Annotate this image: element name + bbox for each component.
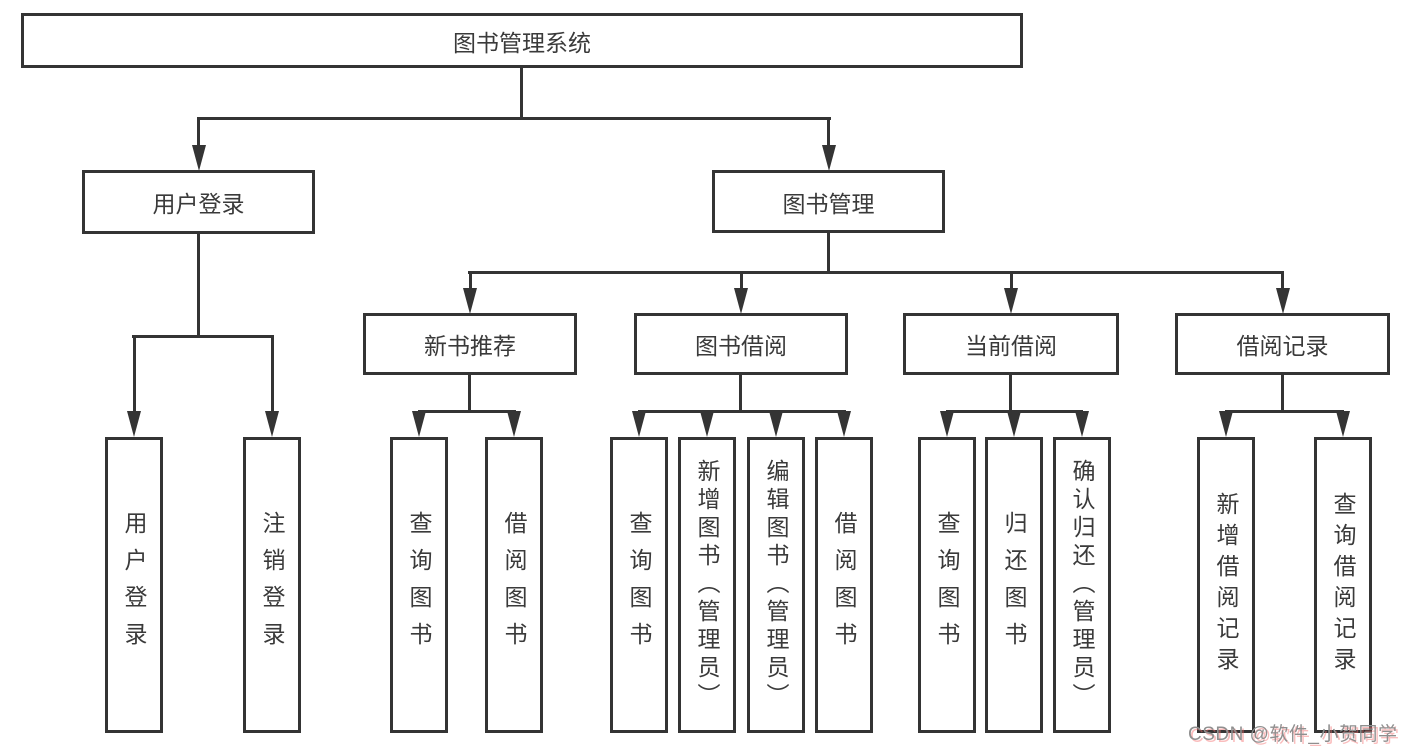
arrowhead [1075, 411, 1089, 437]
node-borrow-books-rec: 借阅图书 [485, 437, 543, 733]
arrowhead [127, 411, 141, 437]
node-label: 查询图书 [626, 511, 652, 659]
node-new-book-recommendation: 新书推荐 [363, 313, 577, 375]
node-label: 新增图书（管理员） [694, 459, 720, 711]
connector-root-stem [520, 68, 523, 117]
arrowhead [734, 288, 748, 314]
connector-drop [740, 271, 743, 291]
node-label: 用户登录 [121, 511, 147, 659]
connector-root-horizontal [197, 117, 831, 120]
node-label: 归还图书 [1001, 511, 1027, 659]
arrowhead [632, 411, 646, 437]
node-label: 图书管理系统 [453, 29, 591, 56]
arrowhead [837, 411, 851, 437]
node-book-management: 图书管理 [712, 170, 945, 233]
node-return-books: 归还图书 [985, 437, 1043, 733]
node-user-login: 用户登录 [82, 170, 315, 234]
connector-records-stem [1281, 375, 1284, 410]
connector-borrow-horizontal [638, 410, 846, 413]
arrowhead [700, 411, 714, 437]
node-confirm-return-admin: 确认归还（管理员） [1053, 437, 1111, 733]
node-label: 注销登录 [259, 511, 285, 659]
node-library-management-system: 图书管理系统 [21, 13, 1023, 68]
node-query-books-current: 查询图书 [918, 437, 976, 733]
node-label: 用户登录 [152, 191, 245, 217]
node-borrowing-records: 借阅记录 [1175, 313, 1390, 375]
arrowhead [822, 145, 836, 171]
node-label: 借阅图书 [831, 511, 857, 659]
arrowhead [192, 145, 206, 171]
node-add-borrow-record: 新增借阅记录 [1197, 437, 1255, 733]
connector-user-login-horizontal [132, 335, 274, 338]
connector-drop [1281, 271, 1284, 291]
node-label: 图书管理 [782, 190, 875, 217]
connector-records-horizontal [1225, 410, 1344, 413]
connector-rec-horizontal [418, 410, 516, 413]
arrowhead [1336, 411, 1350, 437]
node-label: 新增借阅记录 [1213, 492, 1239, 678]
node-label: 借阅记录 [1236, 333, 1329, 359]
node-label: 新书推荐 [424, 333, 516, 359]
node-query-books-borrow: 查询图书 [610, 437, 668, 733]
connector-drop [271, 335, 274, 412]
node-book-borrowing: 图书借阅 [634, 313, 848, 375]
arrowhead [1004, 288, 1018, 314]
node-label: 当前借阅 [965, 333, 1057, 359]
arrowhead [769, 411, 783, 437]
arrowhead [940, 411, 954, 437]
node-label: 查询图书 [934, 511, 960, 659]
connector-user-login-drop [197, 117, 200, 147]
connector-drop [133, 335, 136, 412]
node-user-login-leaf: 用户登录 [105, 437, 163, 733]
node-query-borrow-record: 查询借阅记录 [1314, 437, 1372, 733]
connector-drop [469, 271, 472, 291]
connector-book-mgmt-horizontal [468, 271, 1284, 274]
arrowhead [265, 411, 279, 437]
csdn-watermark: CSDN @软件_小贺同学 [1188, 724, 1398, 745]
arrowhead [463, 288, 477, 314]
connector-book-mgmt-drop [827, 117, 830, 147]
node-current-borrowing: 当前借阅 [903, 313, 1119, 375]
connector-borrow-stem [739, 375, 742, 410]
node-logout: 注销登录 [243, 437, 301, 733]
node-label: 图书借阅 [695, 333, 787, 359]
arrowhead [1007, 411, 1021, 437]
node-label: 借阅图书 [501, 511, 527, 659]
connector-drop [1010, 271, 1013, 291]
node-label: 确认归还（管理员） [1069, 459, 1095, 711]
arrowhead [412, 411, 426, 437]
node-borrow-books-borrow: 借阅图书 [815, 437, 873, 733]
connector-book-mgmt-stem [827, 233, 830, 271]
connector-current-stem [1009, 375, 1012, 410]
arrowhead [1219, 411, 1233, 437]
node-label: 查询图书 [406, 511, 432, 659]
node-query-books-rec: 查询图书 [390, 437, 448, 733]
arrowhead [1276, 288, 1290, 314]
connector-rec-stem [468, 375, 471, 410]
node-edit-books-admin: 编辑图书（管理员） [747, 437, 805, 733]
node-label: 编辑图书（管理员） [763, 459, 789, 711]
node-add-books-admin: 新增图书（管理员） [678, 437, 736, 733]
node-label: 查询借阅记录 [1330, 492, 1356, 678]
connector-user-login-stem [197, 234, 200, 335]
arrowhead [507, 411, 521, 437]
